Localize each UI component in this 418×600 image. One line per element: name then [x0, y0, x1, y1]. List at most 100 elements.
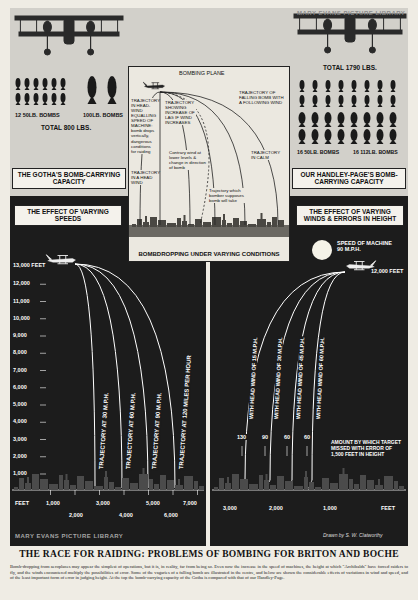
illustration-part: [149, 479, 153, 490]
axis-label: 6,000: [163, 512, 179, 518]
illustration-part: [160, 92, 245, 225]
illustration-part: [40, 301, 46, 302]
illustration-part: [390, 140, 397, 145]
illustration-part: [304, 477, 308, 490]
illustration-part: [369, 47, 375, 53]
illustration-part: [400, 18, 401, 30]
illustration-part: [27, 477, 29, 483]
miss-number: 60: [303, 434, 311, 440]
illustration-part: [266, 474, 268, 480]
illustration-part: [25, 78, 30, 88]
illustration-part: [313, 80, 318, 90]
heading-text: OUR HANDLEY-PAGE'S BOMB-CARRYING CAPACIT…: [296, 171, 402, 186]
trajectory-note: TRAJECTORY IN A HEAD WIND: [130, 170, 158, 185]
illustration-part: [25, 101, 30, 105]
illustration-part: [299, 112, 306, 124]
illustration-part: [294, 486, 303, 490]
illustration-part: [203, 222, 211, 227]
illustration-part: [130, 483, 138, 490]
illustration-part: [52, 93, 57, 103]
illustration-part: [85, 481, 93, 490]
illustration-part: [104, 477, 108, 490]
inset-town: [132, 213, 284, 227]
illustration-part: [101, 20, 102, 32]
illustration-part: [345, 16, 355, 42]
bomb: [339, 80, 344, 92]
bomb: [299, 112, 306, 127]
illustration-part: [160, 92, 161, 225]
illustration-part: [46, 255, 51, 260]
illustration-part: [188, 224, 194, 227]
illustration-part: [312, 129, 319, 141]
illustration-part: [219, 478, 224, 490]
illustration-part: [227, 477, 229, 483]
illustration-part: [48, 259, 76, 263]
miss-number: 90: [261, 434, 269, 440]
illustration-part: [75, 490, 76, 495]
illustration-part: [143, 468, 145, 474]
wind-town: [214, 468, 404, 490]
illustration-part: [378, 103, 383, 107]
heading-text: BOMBDROPPING UNDER VARYING CONDITIONS: [132, 251, 286, 258]
illustration-part: [222, 220, 226, 227]
speed-label: SPEED OF MACHINE 90 M.P.H.: [336, 240, 398, 253]
handley-page-plane: [294, 14, 406, 53]
illustration-part: [19, 478, 24, 490]
axis-label: 2,000: [268, 505, 284, 511]
illustration-part: [40, 474, 46, 475]
illustration-part: [184, 215, 186, 221]
axis-label: 5,000: [145, 500, 161, 506]
illustration-part: [338, 112, 345, 124]
illustration-part: [327, 34, 328, 48]
bomb-label: 16 50LB. BOMBS: [296, 150, 340, 156]
illustration-part: [325, 140, 332, 145]
illustration-part: [390, 123, 397, 128]
illustration-part: [307, 446, 308, 456]
illustration-part: [309, 482, 314, 490]
illustration-part: [299, 18, 300, 30]
illustration-part: [351, 140, 358, 145]
axis-label: 9,000: [12, 332, 28, 338]
speed-plane: [46, 255, 75, 264]
trajectory-note: TRAJECTORY SHOWING INCREASE OF LAG IF WI…: [164, 100, 196, 125]
illustration-part: [324, 19, 332, 31]
bomb-label: 12 50LB. BOMBS: [14, 112, 61, 118]
bomb-label: 16 112LB. BOMBS: [352, 150, 399, 156]
illustration-part: [277, 476, 284, 490]
illustration-part: [377, 140, 384, 145]
illustration-part: [233, 218, 239, 227]
illustration-part: [70, 485, 76, 490]
bomb: [88, 76, 97, 104]
illustration-part: [312, 112, 319, 124]
bomb: [25, 78, 30, 90]
bomb: [43, 93, 48, 105]
axis-label: 1,000: [45, 500, 61, 506]
illustration-part: [108, 96, 117, 104]
illustration-part: [20, 20, 21, 32]
bomb: [326, 95, 331, 107]
illustration-part: [182, 221, 187, 227]
illustration-part: [61, 101, 66, 105]
illustration-part: [390, 112, 397, 124]
speed-chart: [12, 264, 204, 495]
illustration-part: [326, 80, 331, 90]
illustration-part: [154, 484, 159, 490]
illustration-part: [305, 471, 307, 477]
illustration-part: [299, 123, 306, 128]
illustration-part: [223, 214, 225, 220]
axis-label: FEET: [14, 500, 30, 506]
illustration-part: [343, 468, 345, 474]
bomb: [377, 129, 384, 144]
illustration-part: [339, 80, 344, 90]
illustration-part: [351, 123, 358, 128]
illustration-part: [34, 86, 39, 90]
axis-label: 7,000: [12, 367, 28, 373]
bomb: [52, 78, 57, 90]
illustration-part: [240, 221, 247, 227]
bomb: [300, 80, 305, 92]
illustration-part: [25, 483, 31, 490]
illustration-part: [152, 83, 160, 89]
heading-box: THE EFFECT OF VARYING SPEEDS: [14, 205, 122, 226]
illustration-part: [115, 487, 121, 490]
illustration-part: [40, 387, 46, 388]
